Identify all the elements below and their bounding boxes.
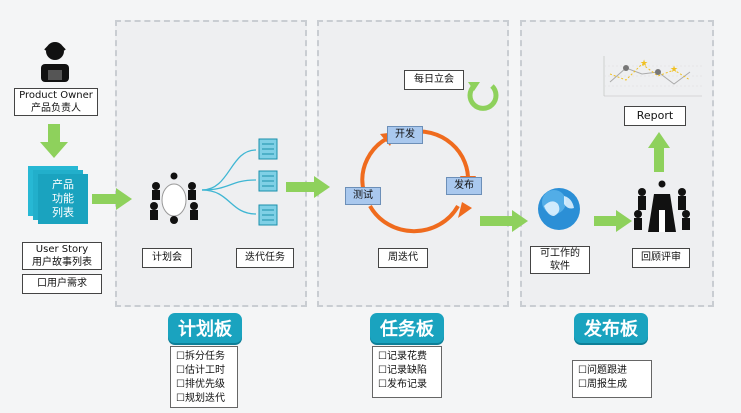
up-arrow-icon [648, 132, 670, 172]
user-story-en: User Story [35, 244, 89, 255]
iteration-tasks-label: 迭代任务 [245, 252, 285, 263]
product-owner-icon [41, 42, 69, 82]
task-branch-lines [201, 149, 257, 215]
task-board-list: 记录花费 记录缺陷 发布记录 [372, 346, 442, 398]
product-owner-box: Product Owner 产品负责人 [14, 88, 98, 116]
list-item: 拆分任务 [176, 350, 232, 364]
review-meeting-icon [634, 180, 690, 232]
refresh-cycle-icon [467, 82, 499, 111]
user-needs-box: 口用户需求 [22, 274, 102, 294]
list-item: 估计工时 [176, 364, 232, 378]
report-box: Report [624, 106, 686, 126]
plan-board-list: 拆分任务 估计工时 排优先级 规划迭代 [170, 346, 238, 408]
task-document-icon [258, 204, 278, 226]
feature-list-line-1: 产品 [52, 178, 74, 191]
plan-board-label: 计划板 [178, 319, 232, 340]
iteration-tasks-box: 迭代任务 [236, 248, 294, 268]
report-chart-thumbnail: ★ ★ [603, 56, 702, 97]
list-item: 发布记录 [378, 378, 436, 392]
user-story-box: User Story 用户故事列表 [22, 242, 102, 270]
right-arrow-icon [594, 210, 632, 232]
feature-list-line-2: 功能 [52, 192, 74, 205]
review-box: 回顾评审 [632, 248, 690, 268]
list-item: 排优先级 [176, 378, 232, 392]
weekly-iteration-label: 周迭代 [388, 252, 418, 263]
planning-meeting-box: 计划会 [142, 248, 192, 268]
release-board-label: 发布板 [584, 319, 638, 340]
product-owner-en: Product Owner [19, 90, 93, 101]
weekly-iteration-box: 周迭代 [378, 248, 428, 268]
feature-list-stack: 产品 功能 列表 [28, 166, 90, 226]
globe-icon [538, 188, 580, 230]
report-label: Report [636, 109, 674, 122]
release-board-title: 发布板 [574, 313, 648, 343]
product-owner-zh: 产品负责人 [31, 103, 81, 114]
list-item: 记录缺陷 [378, 364, 436, 378]
plan-board-title: 计划板 [168, 313, 242, 343]
cycle-test-label: 测试 [353, 190, 373, 201]
svg-text:★: ★ [670, 65, 678, 75]
task-board-label: 任务板 [380, 319, 434, 340]
task-document-icon [258, 170, 278, 192]
right-arrow-icon [480, 210, 528, 232]
cycle-node-develop: 开发 [387, 126, 423, 144]
daily-standup-box: 每日立会 [404, 70, 464, 90]
right-arrow-icon [92, 188, 132, 210]
list-item: 规划迭代 [176, 392, 232, 406]
list-item: 问题跟进 [578, 364, 646, 378]
cycle-develop-label: 开发 [395, 129, 415, 140]
task-board-title: 任务板 [370, 313, 444, 343]
list-item: 周报生成 [578, 378, 646, 392]
user-needs-label: 口用户需求 [37, 278, 87, 289]
meeting-table-icon [150, 172, 198, 224]
right-arrow-icon [286, 176, 330, 198]
release-board-list: 问题跟进 周报生成 [572, 360, 652, 398]
working-software-line-2: 软件 [550, 261, 570, 272]
list-item: 记录花费 [378, 350, 436, 364]
daily-standup-label: 每日立会 [414, 74, 454, 85]
planning-meeting-label: 计划会 [152, 252, 182, 263]
cycle-release-label: 发布 [454, 180, 474, 191]
working-software-box: 可工作的 软件 [530, 246, 590, 274]
down-arrow-icon [40, 124, 68, 158]
task-document-icon [258, 138, 278, 160]
feature-list-line-3: 列表 [52, 206, 74, 219]
review-label: 回顾评审 [641, 252, 681, 263]
user-story-zh: 用户故事列表 [32, 257, 92, 268]
working-software-line-1: 可工作的 [540, 248, 580, 259]
svg-text:★: ★ [640, 59, 648, 69]
cycle-node-release: 发布 [446, 177, 482, 195]
cycle-node-test: 测试 [345, 187, 381, 205]
